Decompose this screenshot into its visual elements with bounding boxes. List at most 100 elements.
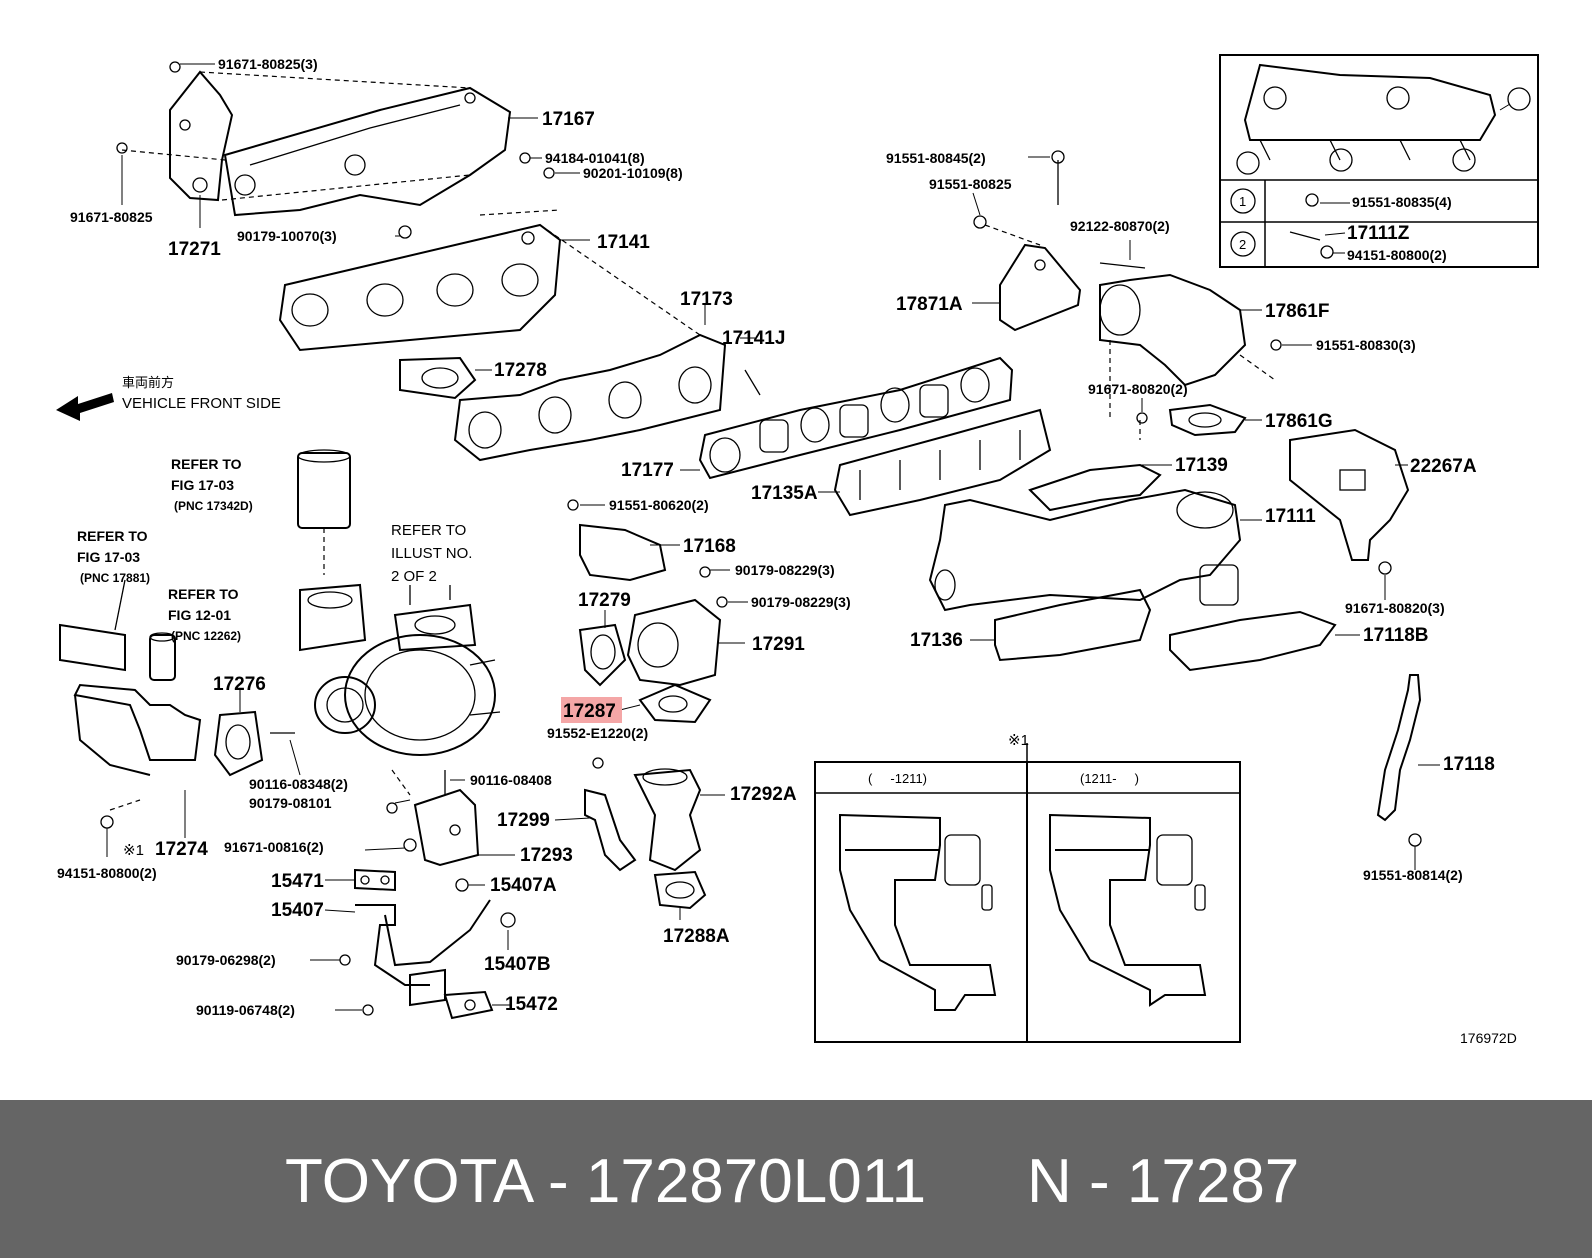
label-17271: 17271 xyxy=(168,239,221,260)
bolt-head-icon xyxy=(1051,150,1065,164)
gasket-17173 xyxy=(453,333,727,462)
label-91551-80620: 91551-80620(2) xyxy=(609,497,709,513)
egr-valve-17291 xyxy=(626,598,722,687)
label-vehicle-front-side: VEHICLE FRONT SIDE xyxy=(122,395,281,412)
gasket-15471 xyxy=(354,868,396,892)
legend-1-part: 91551-80835(4) xyxy=(1352,194,1452,210)
label-17288a: 17288A xyxy=(663,926,730,947)
bracket-22267a xyxy=(1289,428,1410,561)
label-92122-80870: 92122-80870(2) xyxy=(1070,218,1170,234)
union-bolt-15407b xyxy=(500,912,516,928)
label-front-jp: 車両前方 xyxy=(122,375,174,390)
gasket-17278 xyxy=(399,356,477,400)
bracket-17299 xyxy=(584,788,637,872)
refer3-line1: REFER TO xyxy=(168,586,239,602)
nut-icon xyxy=(339,954,351,966)
label-17276: 17276 xyxy=(213,674,266,695)
label-17141: 17141 xyxy=(597,232,650,253)
label-90179-08229-b: 90179-08229(3) xyxy=(751,594,851,610)
legend-box xyxy=(1219,54,1539,268)
refer1-line1: REFER TO xyxy=(171,456,242,472)
bolt-icon xyxy=(1270,339,1282,351)
legend-2-part-a: 17111Z xyxy=(1347,223,1410,244)
turbocharger-assembly xyxy=(299,583,501,756)
label-17135a: 17135A xyxy=(751,483,818,504)
label-17871a: 17871A xyxy=(896,294,963,315)
bracket-17118 xyxy=(1376,674,1422,822)
label-90179-10070: 90179-10070(3) xyxy=(237,228,337,244)
stud-icon xyxy=(1099,262,1146,269)
bolt-icon xyxy=(1408,833,1422,847)
bolt-icon xyxy=(592,757,604,769)
label-17111: 17111 xyxy=(1265,506,1316,527)
label-note1: ※1 xyxy=(123,842,144,859)
parts-diagram: 91671-80825(3) 17167 94184-01041(8) 9020… xyxy=(56,54,1539,1046)
label-17293: 17293 xyxy=(520,845,573,866)
label-94151-80800: 94151-80800(2) xyxy=(57,865,157,881)
label-91671-80820-3: 91671-80820(3) xyxy=(1345,600,1445,616)
bracket-17118b xyxy=(1169,610,1337,672)
bolt-icon xyxy=(1378,561,1392,575)
legend-num-1: 1 xyxy=(1239,194,1246,209)
bolt-icon xyxy=(973,215,987,229)
footer-pnc: N - 17287 xyxy=(1027,1147,1300,1216)
stud-17141j xyxy=(744,369,761,396)
label-91671-80825: 91671-80825 xyxy=(70,209,153,225)
label-17861g: 17861G xyxy=(1265,411,1333,432)
bracket-17293 xyxy=(413,788,480,867)
gasket-17287 xyxy=(638,683,712,724)
label-15472: 15472 xyxy=(505,994,558,1015)
label-91671-00816: 91671-00816(2) xyxy=(224,839,324,855)
vehicle-front-arrow-icon xyxy=(56,393,114,421)
label-15407b: 15407B xyxy=(484,954,551,975)
label-15407a: 15407A xyxy=(490,875,557,896)
refer3-line3: (PNC 12262) xyxy=(171,629,241,643)
heat-insulator-17167 xyxy=(223,86,512,217)
heat-insulator-17168 xyxy=(579,523,667,582)
label-17279: 17279 xyxy=(578,590,631,611)
intake-part-17135a xyxy=(833,408,1052,517)
refer2-line3: (PNC 17881) xyxy=(80,571,150,585)
label-17118b: 17118B xyxy=(1363,625,1429,646)
label-91551-80814: 91551-80814(2) xyxy=(1363,867,1463,883)
label-22267a: 22267A xyxy=(1410,456,1477,477)
hose-17881 xyxy=(59,579,126,672)
refer2-line1: REFER TO xyxy=(77,528,148,544)
oil-pipe-15407 xyxy=(355,899,491,1007)
label-91551-80845: 91551-80845(2) xyxy=(886,150,986,166)
diagram-id: 176972D xyxy=(1460,1030,1517,1046)
union-bolt-15407a xyxy=(455,878,469,892)
bracket-17871a xyxy=(999,243,1082,332)
inset-box xyxy=(814,743,1241,1043)
label-17299: 17299 xyxy=(497,810,550,831)
label-91551-80830: 91551-80830(3) xyxy=(1316,337,1416,353)
label-91671-80820-2: 91671-80820(2) xyxy=(1088,381,1188,397)
footer-brand-part: TOYOTA - 172870L011 xyxy=(285,1147,927,1216)
legend-num-2: 2 xyxy=(1239,237,1246,252)
nut-icon xyxy=(100,815,114,829)
label-17167: 17167 xyxy=(542,109,595,130)
bolt-icon xyxy=(116,142,128,154)
legend-2-part-b: 94151-80800(2) xyxy=(1347,247,1447,263)
label-17168: 17168 xyxy=(683,536,736,557)
bolt-icon xyxy=(169,61,181,73)
footer-bar: TOYOTA - 172870L011 N - 17287 xyxy=(0,1100,1592,1258)
label-90179-08229-a: 90179-08229(3) xyxy=(735,562,835,578)
union-12262 xyxy=(149,632,176,681)
label-17177: 17177 xyxy=(621,460,674,481)
inset-left-range: ( -1211) xyxy=(868,771,927,786)
label-90179-06298: 90179-06298(2) xyxy=(176,952,276,968)
label-17291: 17291 xyxy=(752,634,805,655)
label-90116-08348: 90116-08348(2) xyxy=(249,776,348,792)
gasket-17279 xyxy=(578,623,627,687)
label-90201-10109: 90201-10109(8) xyxy=(583,165,683,181)
label-17287: 17287 xyxy=(563,701,616,722)
elbow-17274 xyxy=(73,683,202,776)
bolt-icon xyxy=(519,152,531,164)
label-94184-01041: 94184-01041(8) xyxy=(545,150,645,166)
refer4-line2: ILLUST NO. xyxy=(391,545,472,562)
label-17173: 17173 xyxy=(680,289,733,310)
bolt-icon xyxy=(362,1004,374,1016)
bracket-17139 xyxy=(1028,463,1162,512)
refer2-line2: FIG 17-03 xyxy=(77,549,140,565)
